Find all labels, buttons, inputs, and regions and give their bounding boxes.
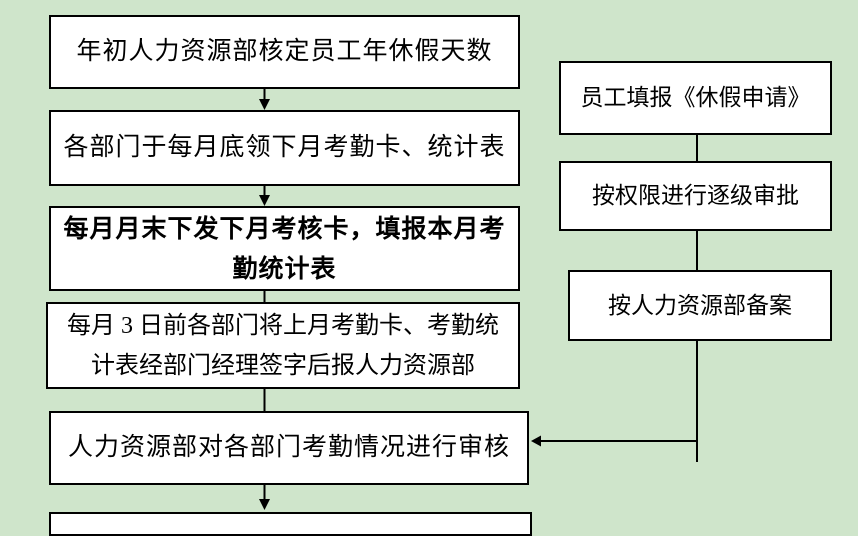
- flowchart-canvas: 年初人力资源部核定员工年休假天数 各部门于每月底领下月考勤卡、统计表 每月月末下…: [46, 15, 832, 536]
- flow-box-hr-filing: 按人力资源部备案: [568, 270, 832, 341]
- flow-box-label: 按人力资源部备案: [608, 292, 792, 318]
- flow-box-leave-application: 员工填报《休假申请》: [559, 61, 832, 135]
- flow-box-label: 各部门于每月底领下月考勤卡、统计表: [63, 134, 506, 161]
- flow-box-label: 每月 3 日前各部门将上月考勤卡、考勤统 计表经部门经理签字后报人力资源部: [67, 312, 499, 379]
- flow-box-level-by-level-approval: 按权限进行逐级审批: [559, 161, 832, 231]
- flow-box-label: 每月月末下发下月考核卡，填报本月考 勤统计表: [63, 214, 506, 283]
- flow-box-label: 按权限进行逐级审批: [592, 183, 799, 208]
- arrowhead-down-icon: [259, 99, 270, 110]
- flow-box-monthly-card-collection: 各部门于每月底领下月考勤卡、统计表: [49, 110, 520, 186]
- flow-box-submit-signed-records: 每月 3 日前各部门将上月考勤卡、考勤统 计表经部门经理签字后报人力资源部: [46, 302, 520, 389]
- flow-box-label: 年初人力资源部核定员工年休假天数: [76, 38, 493, 65]
- flow-box-issue-cards-fill-stats: 每月月末下发下月考核卡，填报本月考 勤统计表: [49, 206, 520, 291]
- flow-box-annual-leave-quota: 年初人力资源部核定员工年休假天数: [49, 15, 520, 89]
- arrowhead-left-icon: [531, 435, 541, 447]
- arrowhead-down-icon: [259, 195, 270, 206]
- flow-box-label: 人力资源部对各部门考勤情况进行审核: [67, 434, 510, 461]
- flow-box-hr-audit: 人力资源部对各部门考勤情况进行审核: [49, 411, 529, 485]
- flow-box-next-step-truncated: [49, 512, 532, 536]
- arrowhead-down-icon: [259, 499, 270, 510]
- flow-box-label: 员工填报《休假申请》: [580, 85, 811, 110]
